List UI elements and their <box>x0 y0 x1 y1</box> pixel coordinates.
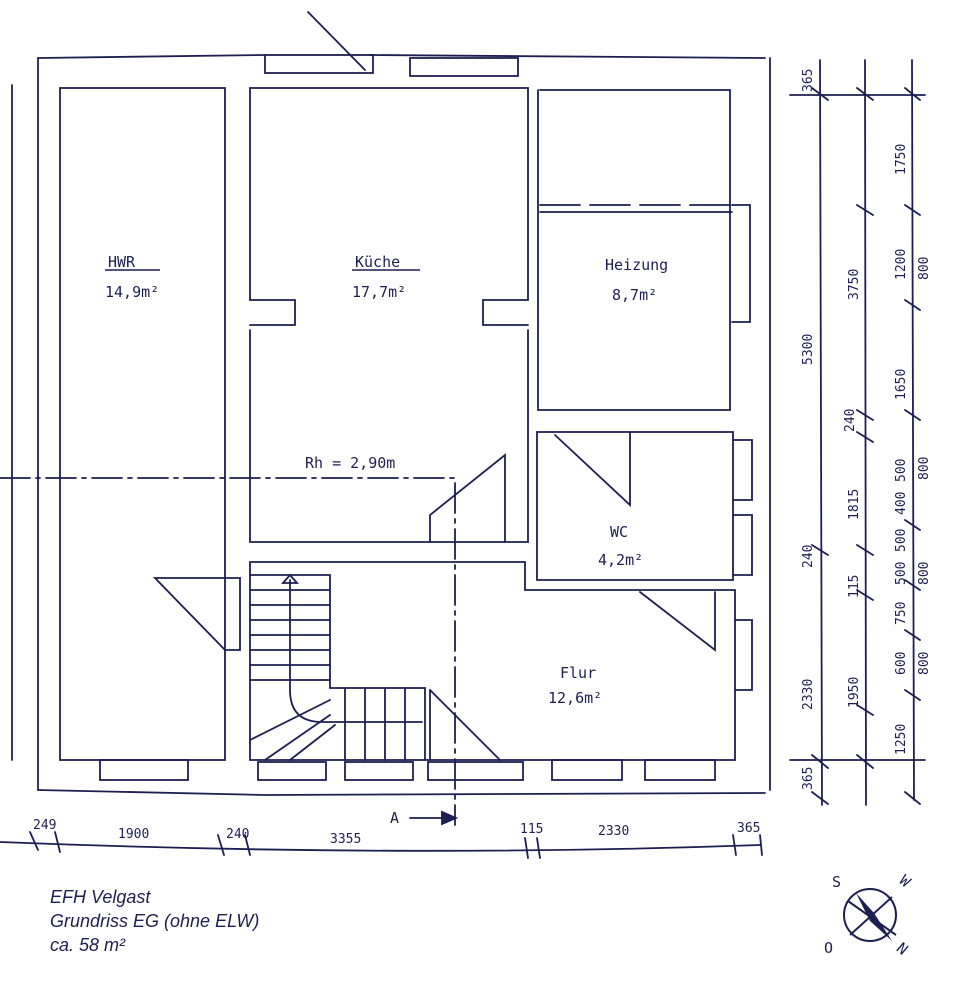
plan-caption: EFH Velgast Grundriss EG (ohne ELW) ca. … <box>50 885 259 957</box>
dim-right-outer-10: 800 <box>917 562 932 585</box>
dim-bottom-4: 3355 <box>330 832 361 847</box>
compass-south: S <box>832 873 841 891</box>
room-height-label: Rh = 2,90m <box>305 454 395 472</box>
dim-right-mid-7: 1250 <box>894 724 909 755</box>
room-area-hallway: 12,6m² <box>548 689 602 707</box>
dim-right-mid-5: 115 <box>847 575 862 598</box>
kitchen-walls <box>249 87 529 543</box>
bottom-dimension-line <box>0 831 763 859</box>
dim-right-mid-6: 1950 <box>847 677 862 708</box>
dim-right-mid-3: 1815 <box>847 489 862 520</box>
caption-project: EFH Velgast <box>50 887 151 907</box>
dim-bottom-5: 115 <box>520 822 543 837</box>
room-area-heating: 8,7m² <box>612 286 657 304</box>
staircase <box>249 573 426 761</box>
right-dimension-lines <box>789 59 926 806</box>
dim-bottom-2: 1900 <box>118 827 149 842</box>
compass-north: N <box>893 939 911 959</box>
dim-right-inner-2: 5300 <box>801 334 816 365</box>
dim-bottom-7: 365 <box>737 821 760 836</box>
dim-right-inner-3: 2330 <box>801 679 816 710</box>
dim-right-mid-1: 3750 <box>847 269 862 300</box>
dim-right-outer-7: 500 <box>894 529 909 552</box>
room-name-wc: WC <box>610 523 628 541</box>
dim-right-outer-13: 800 <box>917 652 932 675</box>
windows <box>99 54 716 781</box>
dim-right-mid-4: 240 <box>801 545 816 568</box>
dim-bottom-6: 2330 <box>598 824 629 839</box>
room-labels: HWR 14,9m² Küche 17,7m² Heizung 8,7m² WC… <box>105 253 668 827</box>
compass-icon: S W O N <box>824 871 915 958</box>
section-marker-label: A <box>390 809 399 827</box>
section-line <box>0 477 456 826</box>
dim-right-outer-11: 750 <box>894 602 909 625</box>
compass-west: W <box>896 871 915 891</box>
room-area-wc: 4,2m² <box>598 551 643 569</box>
dim-right-outer-2: 1200 <box>894 249 909 280</box>
dim-right-outer-3: 800 <box>917 257 932 280</box>
room-area-hwr: 14,9m² <box>105 283 159 301</box>
compass-east: O <box>824 939 833 957</box>
hallway-walls <box>249 561 753 761</box>
dim-right-outer-5: 500 <box>894 459 909 482</box>
caption-area: ca. 58 m² <box>50 935 126 955</box>
room-name-hallway: Flur <box>560 664 596 682</box>
dim-right-outer-4: 1650 <box>894 369 909 400</box>
dim-right-outer-6: 400 <box>894 492 909 515</box>
dim-right-inner-4: 365 <box>801 767 816 790</box>
outer-walls <box>11 54 771 796</box>
right-dimensions: 365 5300 2330 365 3750 240 1815 240 115 … <box>801 69 932 790</box>
room-area-kitchen: 17,7m² <box>352 283 406 301</box>
dim-right-outer-1: 1750 <box>894 144 909 175</box>
dim-right-inner-1: 365 <box>801 69 816 92</box>
dim-right-outer-9: 500 <box>894 562 909 585</box>
wc-walls <box>536 431 753 581</box>
dim-right-outer-8: 800 <box>917 457 932 480</box>
room-name-hwr: HWR <box>108 253 136 271</box>
dim-right-mid-2: 240 <box>843 409 858 432</box>
heating-room-walls <box>537 89 751 411</box>
dim-bottom-1: 249 <box>33 818 56 833</box>
room-name-heating: Heizung <box>605 256 668 274</box>
dim-bottom-3: 240 <box>226 827 249 842</box>
door-swing-top <box>307 11 366 71</box>
caption-title: Grundriss EG (ohne ELW) <box>50 911 260 931</box>
bottom-dimensions: 249 1900 240 3355 115 2330 365 <box>33 818 760 847</box>
door-swing-hwr <box>152 577 241 651</box>
dim-right-outer-12: 600 <box>894 652 909 675</box>
room-name-kitchen: Küche <box>355 253 400 271</box>
